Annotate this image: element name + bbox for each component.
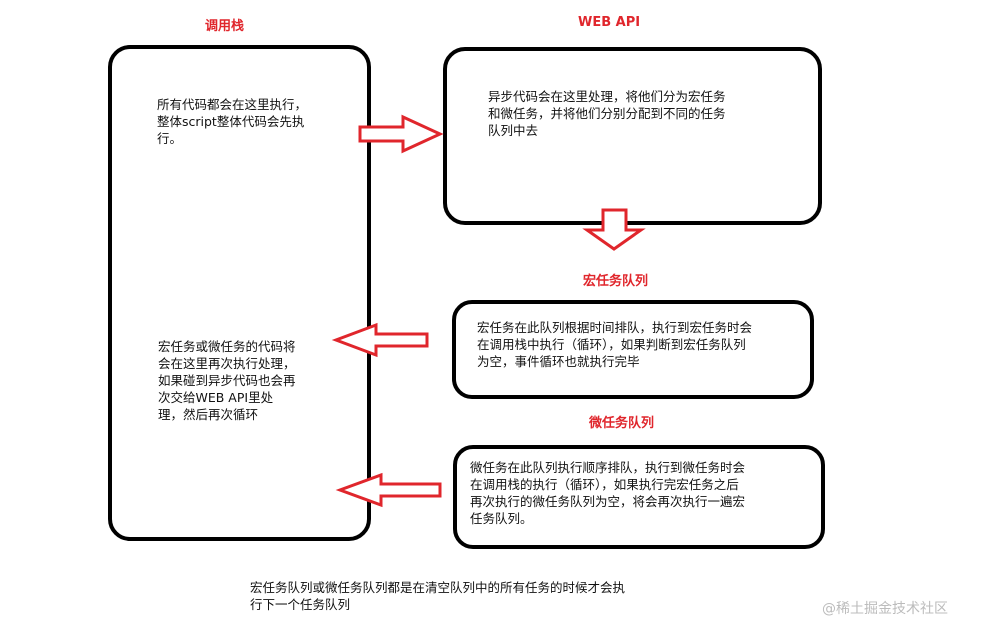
macro-queue-title: 宏任务队列 [583, 274, 649, 289]
web-api-text: 异步代码会在这里处理，将他们分为宏任务 和微任务，并将他们分别分配到不同的任务 … [488, 89, 726, 138]
arrow-to-web-api [358, 114, 444, 154]
micro-queue-text: 微任务在此队列执行顺序排队，执行到微任务时会 在调用栈的执行（循环），如果执行完… [470, 460, 746, 526]
call-stack-title: 调用栈 [205, 19, 245, 34]
watermark: @稀土掘金技术社区 [822, 601, 948, 617]
call-stack-box [108, 45, 371, 541]
arrow-from-micro-queue [335, 472, 442, 508]
macro-queue-text: 宏任务在此队列根据时间排队，执行到宏任务时会 在调用栈中执行（循环），如果判断到… [477, 320, 753, 369]
web-api-box [443, 47, 822, 225]
arrow-from-macro-queue [331, 322, 429, 358]
micro-queue-title: 微任务队列 [589, 416, 655, 431]
arrow-to-macro-queue [582, 208, 646, 251]
micro-queue-box [453, 445, 825, 549]
macro-queue-box [452, 300, 814, 399]
web-api-title: WEB API [578, 15, 641, 30]
call-stack-middle-text: 宏任务或微任务的代码将 会在这里再次执行处理， 如果碰到异步代码也会再 次交给W… [158, 339, 296, 422]
call-stack-top-text: 所有代码都会在这里执行， 整体script整体代码会先执 行。 [157, 97, 308, 146]
footer-note: 宏任务队列或微任务队列都是在清空队列中的所有任务的时候才会执 行下一个任务队列 [250, 580, 626, 612]
